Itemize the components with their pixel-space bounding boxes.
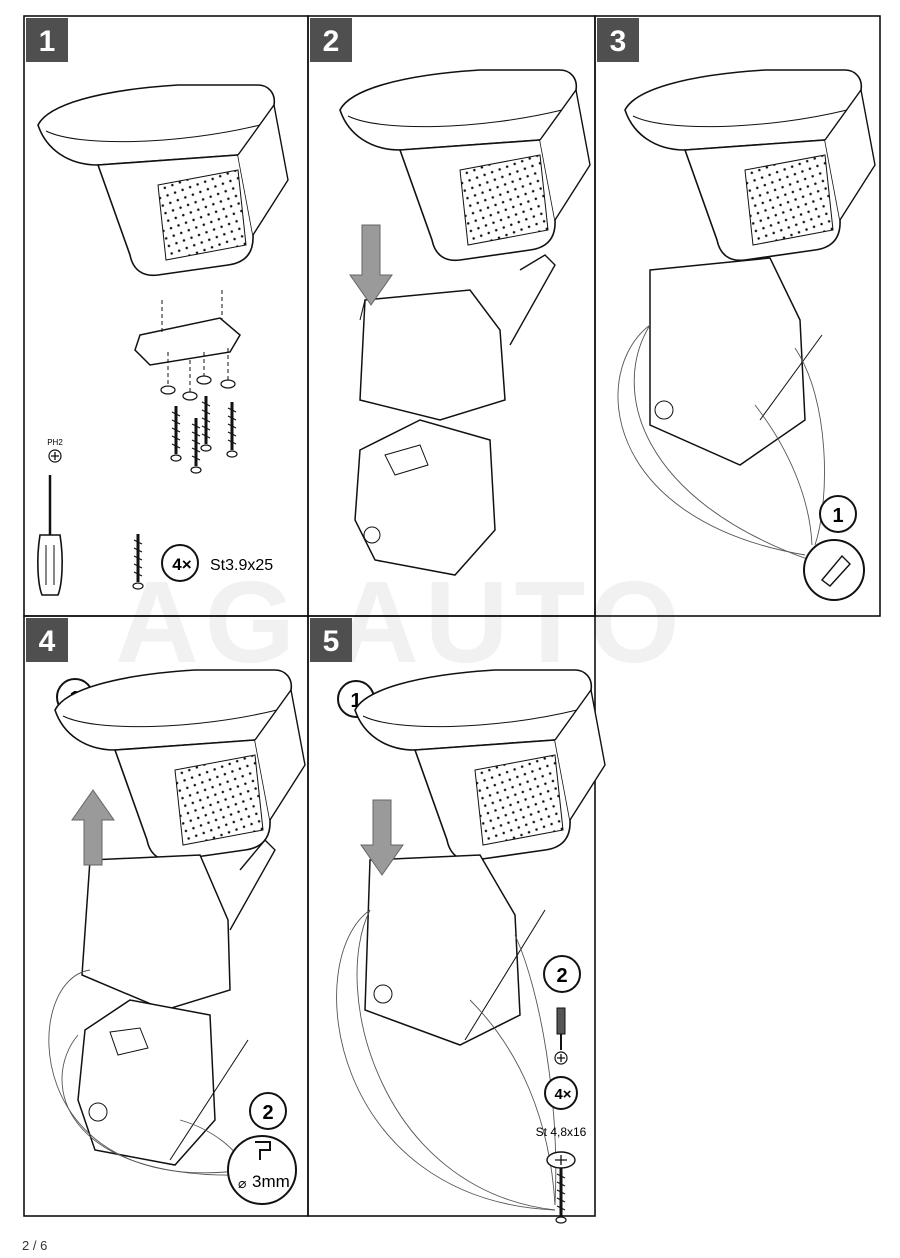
qty-circle [161,544,199,582]
callout-2 [249,1092,287,1130]
screw-spec: St 4,8x16 [536,1125,587,1139]
console-base [354,419,496,576]
screw-icon [189,416,203,475]
screwdriver-icon [556,1007,566,1050]
down-arrow-icon [349,224,393,306]
screw-icon [225,400,239,459]
callout-2-label: 2 [556,965,567,987]
step-3-panel: 3 1 [597,18,876,601]
screw-icon [554,1166,568,1225]
down-arrow-icon [360,799,404,876]
callout-1-label: 1 [832,505,843,527]
screw-icon [199,394,213,453]
callout-1 [819,495,857,533]
watermark: AG AUTO [115,557,685,687]
armrest-illustration [624,69,876,262]
step-1-panel: 1 PH2 [26,18,289,596]
panel-frames [23,15,881,1217]
screw-qty: 4× [172,555,191,574]
step-4-panel: 4 1 2 ⌀ 3mm [26,618,306,1205]
callout-2-label: 2 [262,1102,273,1124]
step-5-number: 5 [323,625,340,658]
armrest-illustration [37,84,289,277]
callout-1-label: 1 [350,690,361,712]
screw-qty: 4× [554,1086,571,1103]
step-3-badge [597,18,639,62]
step-3-number: 3 [610,25,627,58]
step-2-badge [310,18,352,62]
step-1-number: 1 [39,25,56,58]
step-5-panel: 5 1 2 4× St 4,8x16 [310,618,606,1225]
console-base [77,999,216,1166]
mounting-bracket [134,317,241,366]
callout-2 [543,955,581,993]
up-arrow-icon [71,789,115,866]
page-number: 2 / 6 [22,1238,48,1253]
step-4-badge [26,618,68,662]
armrest-illustration [354,669,606,862]
step-4-number: 4 [39,625,56,658]
screwdriver-icon [37,475,63,596]
tool-label: PH2 [47,438,63,447]
step-1-badge [26,18,68,62]
step-2-number: 2 [323,25,340,58]
screw-spec: St3.9x25 [210,557,273,574]
step-5-badge [310,618,352,662]
diameter-symbol: ⌀ [238,1176,247,1192]
screw-icon [169,404,183,463]
step-2-panel: 2 [310,18,591,576]
drill-icon [227,1135,297,1205]
qty-circle [544,1076,578,1110]
drill-size: 3mm [252,1172,290,1191]
